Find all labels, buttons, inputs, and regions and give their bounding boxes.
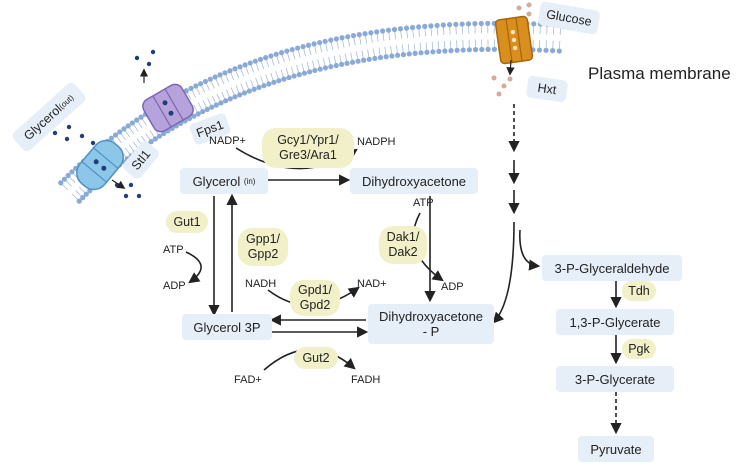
pyruvate-box: Pyruvate [578,436,654,462]
nadp-plus-label: NADP+ [209,135,246,147]
bisphosphoglycerate-box: 1,3-P-Glycerate [556,309,674,335]
fadh-label: FADH [351,374,381,386]
hxt-uptake-arrow [506,59,515,76]
phosphoglycerate-3-box: 3-P-Glycerate [556,366,674,392]
dhap-box: Dihydroxyacetone - P [368,304,494,344]
nadph-label: NADPH [357,136,396,148]
gcy1-enzyme: Gcy1/Ypr1/Gre3/Ara1 [262,128,354,168]
atp-right-label: ATP [413,197,434,209]
hxt-transporter-icon [494,15,534,65]
gpp-enzyme: Gpp1/Gpp2 [238,228,288,266]
reaction-arrows [185,104,622,435]
adp-right-label: ADP [441,281,464,293]
stl1-arrow [111,179,126,189]
glycerol-3p-box: Glycerol 3P [182,314,272,340]
gut1-enzyme: Gut1 [166,211,208,233]
tdh-enzyme: Tdh [622,281,656,301]
atp-left-label: ATP [163,244,184,256]
dihydroxyacetone-box: Dihydroxyacetone [350,168,478,194]
membrane-label: Plasma membrane [588,64,731,83]
glyceraldehyde-3p-box: 3-P-Glyceraldehyde [542,255,682,281]
fad-plus-label: FAD+ [234,374,262,386]
pgk-enzyme: Pgk [622,339,656,359]
adp-left-label: ADP [163,280,186,292]
gpd-enzyme: Gpd1/Gpd2 [290,280,340,316]
gut2-enzyme: Gut2 [294,347,338,369]
nad-plus-label: NAD+ [357,278,387,290]
glycerol-in-box: Glycerol (in) [180,168,268,194]
glucose-molecules [491,2,532,97]
stl1-transporter-icon [76,139,124,191]
fps1-transporter-icon [142,83,194,133]
nadh-label: NADH [245,278,277,290]
dak-enzyme: Dak1/Dak2 [379,226,427,264]
